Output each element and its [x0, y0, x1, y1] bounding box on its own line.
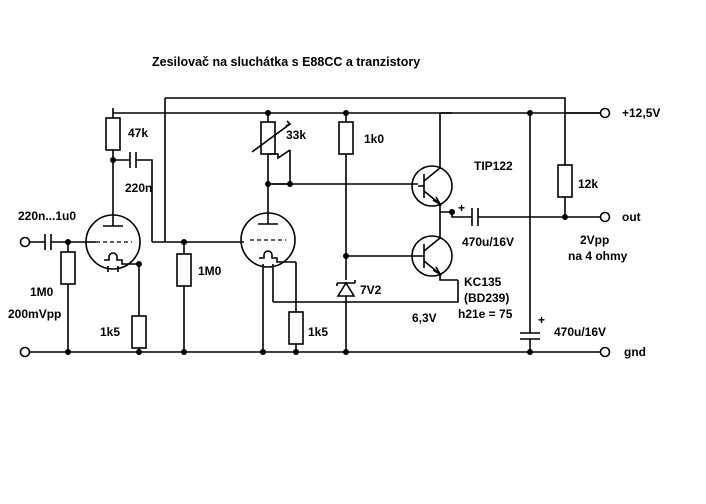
output-label: out [622, 210, 641, 224]
grid-resistor-label: 1M0 [198, 264, 222, 278]
heater-voltage-label: 6,3V [412, 311, 437, 325]
output-cap-plus: + [458, 201, 465, 215]
output-voltage-label: 2Vpp [580, 233, 609, 247]
coupling-cap-label: 220n [125, 181, 152, 195]
input-terminal[interactable] [19, 236, 31, 248]
potentiometer-label: 33k [286, 128, 306, 142]
input-cap-label: 220n...1u0 [18, 209, 76, 223]
transistor-bottom-label-3: h21e = 75 [458, 307, 513, 321]
cathode-resistor-1k5-a [131, 315, 147, 349]
zener-diode-7v2 [336, 280, 356, 352]
ground-rail: gnd [19, 345, 646, 359]
supply-terminal[interactable] [599, 107, 611, 119]
gnd-label: gnd [624, 345, 646, 359]
input-resistor-1m0 [60, 251, 76, 285]
cathode-resistor-1k5-b [288, 311, 304, 345]
zener-label: 7V2 [360, 283, 382, 297]
gnd-terminal[interactable] [599, 346, 611, 358]
input-capacitor [44, 234, 52, 250]
supply-cap-label: 470u/16V [554, 325, 606, 339]
supply-label: +12,5V [622, 106, 660, 120]
tube-2 [240, 210, 296, 302]
transistor-kc135 [411, 212, 458, 281]
schematic-title: Zesilovač na sluchátka s E88CC a tranzis… [152, 55, 420, 69]
grid-resistor-1m0 [176, 253, 192, 287]
transistor-bottom-label-2: (BD239) [464, 291, 509, 305]
cathode-resistor-a-label: 1k5 [100, 325, 120, 339]
input-stage: 220n...1u0 1M0 200mVpp [8, 209, 88, 352]
plate-resistor-label: 47k [128, 126, 148, 140]
output-cap-label: 470u/16V [462, 235, 514, 249]
coupling-capacitor-220n [129, 152, 137, 168]
input-ground-terminal[interactable] [19, 346, 31, 358]
resistor-1k0-label: 1k0 [364, 132, 384, 146]
transistor-bottom-label-1: KC135 [464, 275, 502, 289]
tube-1 [85, 212, 141, 272]
supply-cap-plus: + [538, 313, 545, 327]
resistor-1k0 [338, 121, 354, 155]
plate-resistor-47k [105, 117, 121, 151]
resistor-12k [557, 164, 573, 198]
supply-filter-capacitor [520, 332, 540, 340]
transistor-top-label: TIP122 [474, 159, 513, 173]
output-capacitor [471, 208, 479, 226]
resistor-12k-label: 12k [578, 177, 598, 191]
cathode-resistor-b-label: 1k5 [308, 325, 328, 339]
output-load-label: na 4 ohmy [568, 249, 628, 263]
supply-rail: +12,5V [112, 97, 660, 242]
junction-dots [65, 110, 568, 355]
plate-potentiometer-33k [260, 121, 276, 155]
transistor-tip122 [411, 112, 453, 212]
output-terminal[interactable] [599, 211, 611, 223]
input-resistor-label: 1M0 [30, 285, 54, 299]
input-voltage-label: 200mVpp [8, 307, 61, 321]
